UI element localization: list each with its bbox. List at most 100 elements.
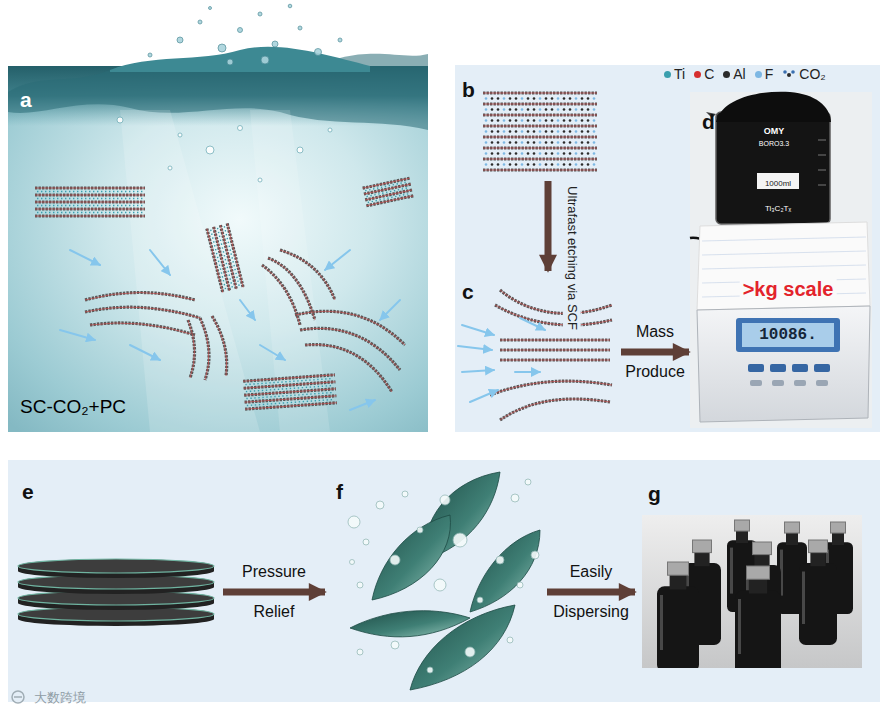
droplet	[363, 539, 369, 545]
carbon-line	[243, 375, 335, 381]
droplet	[376, 501, 384, 509]
mxene-sheet	[280, 250, 335, 300]
droplet	[427, 667, 433, 673]
droplet	[348, 516, 360, 528]
atom-dot	[533, 141, 536, 144]
bottle-body	[735, 590, 781, 668]
mxene-sheet	[295, 311, 405, 345]
atom-dot	[587, 130, 590, 133]
atom-dot	[509, 141, 512, 144]
atom-dot	[491, 97, 494, 100]
atom-dot	[485, 130, 488, 133]
scale-caption-box: >kg scale	[740, 278, 837, 300]
atom-dot	[593, 152, 596, 155]
arrow-label-box: Mass Produce	[625, 312, 685, 392]
co2-atom	[783, 70, 787, 74]
droplet	[258, 12, 262, 16]
atom-dot	[545, 141, 548, 144]
atom-dot	[557, 97, 560, 100]
atom-dot	[569, 130, 572, 133]
atom-dot	[581, 119, 584, 122]
bottle-neck	[810, 552, 825, 567]
atom-dot	[575, 119, 578, 122]
droplet	[328, 128, 332, 132]
mxene-sheet	[200, 318, 209, 380]
bottle-cap	[809, 540, 828, 553]
mxene-sheet	[483, 146, 597, 149]
atom-dot	[491, 141, 494, 144]
mxene-sheet	[483, 113, 597, 116]
atom-dot	[557, 108, 560, 111]
atom-dot	[503, 141, 506, 144]
sample-label: 1000ml	[765, 179, 791, 188]
atom-dot	[515, 119, 518, 122]
droplet	[391, 641, 399, 649]
atom-dot	[497, 152, 500, 155]
carbon-line	[295, 311, 405, 345]
droplet	[206, 146, 214, 154]
bottle-neck	[694, 552, 709, 567]
atom-dot	[509, 152, 512, 155]
carbon-line	[212, 316, 227, 376]
atom-dot	[557, 141, 560, 144]
scale-body	[697, 306, 870, 422]
atom-dot	[593, 119, 596, 122]
legend-swatch	[723, 71, 730, 78]
atom-dot	[497, 130, 500, 133]
carbon-line	[495, 305, 612, 325]
carbon-line	[483, 104, 597, 105]
carbon-line	[200, 318, 209, 380]
volume-mark-box: Ti₃C₂Tₓ	[765, 197, 791, 215]
panel-letter: g	[648, 482, 661, 505]
legend-item: Ti	[664, 66, 685, 82]
legend-item: F	[755, 66, 774, 82]
carbon-line	[35, 188, 145, 189]
panel-e: e	[12, 470, 222, 640]
mxene-sheet	[500, 348, 610, 351]
paper-grid	[702, 251, 866, 255]
bottle-cap	[735, 520, 750, 531]
co2-streak	[458, 346, 492, 350]
mxene-sheet	[245, 396, 337, 402]
bottle-photo	[642, 515, 862, 668]
atom-dot	[575, 97, 578, 100]
legend-text: Al	[733, 66, 745, 82]
legend-text: F	[765, 66, 774, 82]
carbon-line	[490, 381, 612, 395]
atom-dot	[527, 108, 530, 111]
atom-dot	[557, 163, 560, 166]
mxene-sheet	[35, 207, 145, 210]
lcd-screen	[742, 323, 834, 347]
atom-dot	[539, 163, 542, 166]
atom-dot	[587, 163, 590, 166]
watermark-box: 大数跨境	[34, 688, 86, 706]
panel-letter: c	[462, 280, 474, 303]
scale-button	[772, 380, 784, 386]
atom-dot	[539, 108, 542, 111]
atom-dot	[587, 97, 590, 100]
panel-letter: e	[22, 480, 34, 503]
droplet	[402, 491, 408, 497]
atom-dot	[503, 152, 506, 155]
droplet	[357, 582, 363, 588]
scale-button	[770, 364, 786, 372]
arrow-label: Pressure Relief	[242, 552, 306, 632]
atom-dot	[551, 141, 554, 144]
atom-dot	[503, 130, 506, 133]
panel-c: c	[458, 272, 620, 430]
atom-dot	[533, 108, 536, 111]
droplet	[261, 56, 269, 64]
carbon-line	[500, 360, 610, 361]
mxene-sheet	[366, 196, 413, 206]
legend-swatch	[755, 71, 762, 78]
legend-swatch	[694, 71, 701, 78]
mxene-flake	[470, 530, 540, 612]
atom-dot	[593, 108, 596, 111]
droplet	[525, 479, 531, 485]
droplet	[531, 551, 539, 559]
droplet	[511, 494, 519, 502]
sheet-stack	[243, 375, 337, 409]
atom-dot	[593, 97, 596, 100]
droplet	[357, 649, 363, 655]
atom-dot	[509, 108, 512, 111]
